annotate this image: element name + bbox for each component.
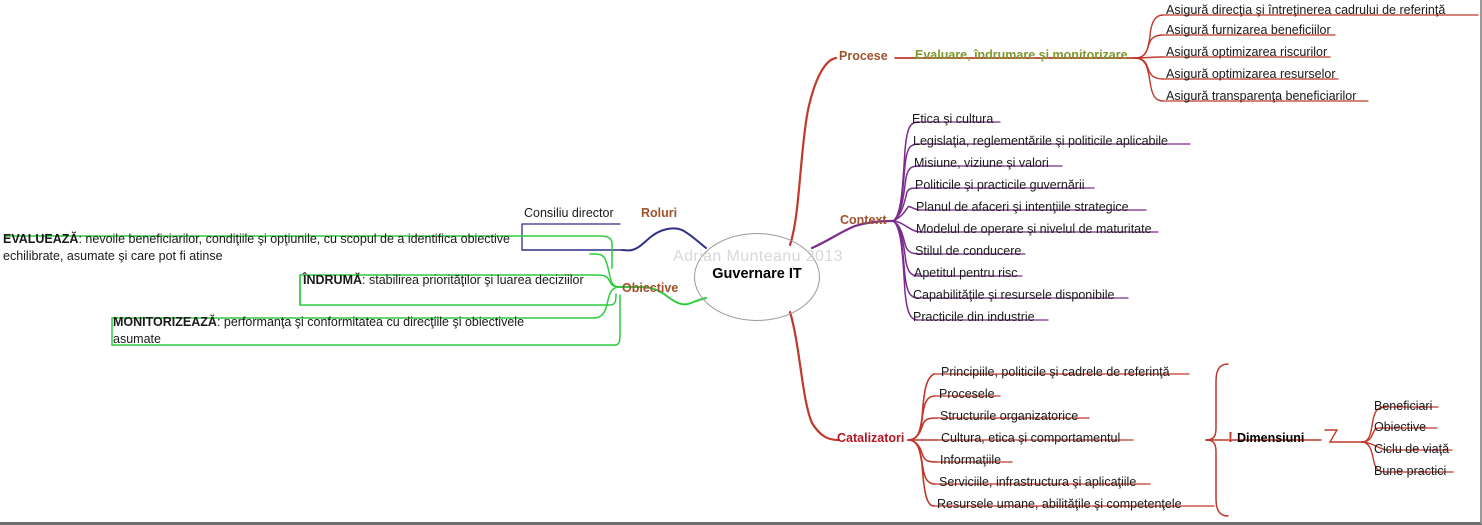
branch-label-roluri[interactable]: Roluri <box>641 206 678 220</box>
leaf-context-7[interactable]: Stilul de conducere <box>915 244 1022 258</box>
leaf-catalizatori-3[interactable]: Structurile organizatorice <box>940 409 1079 423</box>
branch-label-catalizatori[interactable]: Catalizatori <box>837 431 905 445</box>
central-node-title[interactable]: Guvernare IT <box>712 266 802 282</box>
leaf-catalizatori-6[interactable]: Serviciile, infrastructura şi aplicaţiil… <box>939 475 1137 489</box>
leaf-obiective-3[interactable]: MONITORIZEAZĂ: performanţa şi conformita… <box>113 314 543 348</box>
leaf-catalizatori-7[interactable]: Resursele umane, abilităţile şi competen… <box>937 497 1182 511</box>
branch-label-procese[interactable]: Procese <box>839 49 888 63</box>
branch-label-context[interactable]: Context <box>840 213 887 227</box>
leaf-context-1[interactable]: Etica şi cultura <box>912 112 994 126</box>
leaf-procese-3[interactable]: Asigură optimizarea riscurilor <box>1166 45 1328 59</box>
leaf-catalizatori-2[interactable]: Procesele <box>939 387 995 401</box>
central-node-ellipse[interactable] <box>694 233 820 321</box>
leaf-context-9[interactable]: Capabilităţile şi resursele disponibile <box>913 288 1115 302</box>
leaf-context-8[interactable]: Apetitul pentru risc <box>914 266 1018 280</box>
leaf-context-6[interactable]: Modelul de operare şi nivelul de maturit… <box>916 222 1152 236</box>
leaf-procese-4[interactable]: Asigură optimizarea resurselor <box>1166 67 1336 81</box>
leaf-procese-2[interactable]: Asigură furnizarea beneficiilor <box>1166 23 1331 37</box>
node-dimensiuni[interactable]: ! Dimensiuni <box>1228 429 1305 447</box>
leaf-dimensiuni-4[interactable]: Bune practici <box>1374 464 1447 478</box>
leaf-obiective-3-lead: MONITORIZEAZĂ <box>113 315 217 329</box>
leaf-catalizatori-1[interactable]: Principiile, politicile şi cadrele de re… <box>941 365 1170 379</box>
leaf-context-2[interactable]: Legislaţia, reglementările şi politicile… <box>913 134 1168 148</box>
leaf-obiective-2-lead: ÎNDRUMĂ <box>303 273 363 287</box>
leaf-catalizatori-5[interactable]: Informaţiile <box>940 453 1002 467</box>
leaf-procese-5[interactable]: Asigură transparenţa beneficiarilor <box>1166 89 1357 103</box>
leaf-obiective-1[interactable]: EVALUEAZĂ: nevoile beneficiarilor, condi… <box>3 231 525 265</box>
leaf-context-10[interactable]: Practicile din industrie <box>913 310 1035 324</box>
leaf-dimensiuni-3[interactable]: Ciclu de viaţă <box>1374 442 1450 456</box>
leaf-context-4[interactable]: Politicile şi practicile guvernării <box>915 178 1085 192</box>
exclamation-icon: ! <box>1228 429 1233 446</box>
leaf-dimensiuni-2[interactable]: Obiective <box>1374 420 1427 434</box>
node-dimensiuni-label: Dimensiuni <box>1237 431 1305 445</box>
leaf-procese-1[interactable]: Asigură direcţia şi întreţinerea cadrulu… <box>1166 3 1446 17</box>
leaf-obiective-3-text: : performanţa şi conformitatea cu direcţ… <box>113 315 525 346</box>
subbranch-label-evaluare-indrumare-monitorizare[interactable]: Evaluare, îndrumare şi monitorizare <box>915 48 1128 62</box>
leaf-obiective-2[interactable]: ÎNDRUMĂ: stabilirea priorităţilor şi lua… <box>303 272 613 289</box>
leaf-catalizatori-4[interactable]: Cultura, etica şi comportamentul <box>941 431 1121 445</box>
leaf-obiective-1-lead: EVALUEAZĂ <box>3 232 79 246</box>
leaf-dimensiuni-1[interactable]: Beneficiari <box>1374 399 1433 413</box>
leaf-obiective-2-text: : stabilirea priorităţilor şi luarea dec… <box>362 273 584 287</box>
leaf-context-3[interactable]: Misiune, viziune şi valori <box>914 156 1049 170</box>
leaf-obiective-1-text: : nevoile beneficiarilor, condiţiile şi … <box>3 232 510 263</box>
branch-label-obiective[interactable]: Obiective <box>622 281 679 295</box>
leaf-context-5[interactable]: Planul de afaceri şi intenţiile strategi… <box>916 200 1129 214</box>
leaf-roluri-1[interactable]: Consiliu director <box>524 206 614 220</box>
